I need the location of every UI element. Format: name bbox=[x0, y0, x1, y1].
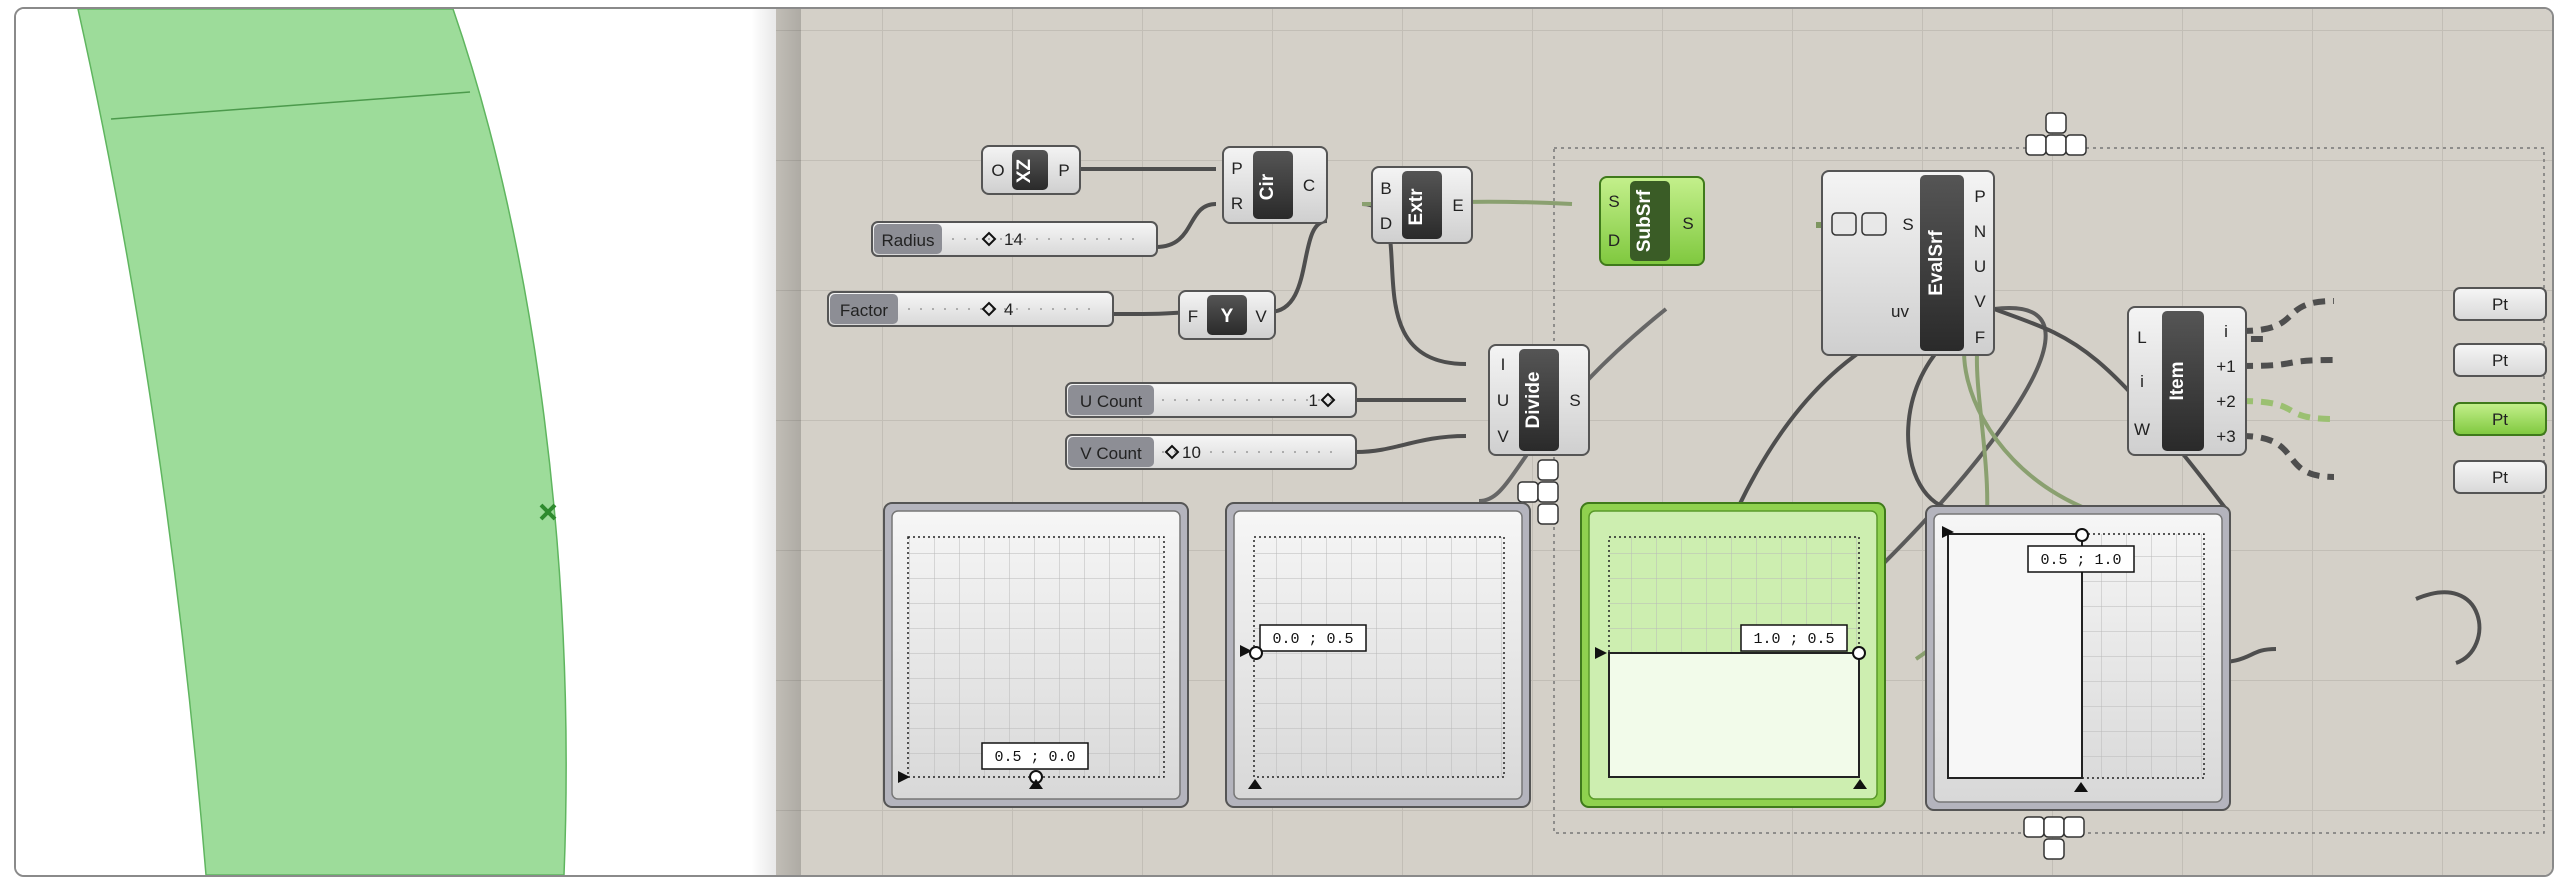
svg-text:V Count: V Count bbox=[1080, 444, 1142, 463]
svg-text:+1: +1 bbox=[2216, 357, 2235, 376]
divide-domain-component[interactable]: Divide I U V S bbox=[1488, 344, 1590, 456]
v-count-slider[interactable]: V Count 10 bbox=[1065, 434, 1357, 470]
radius-slider[interactable]: Radius 14 bbox=[871, 221, 1158, 257]
md-slider-2[interactable]: 0.0 ; 0.5 bbox=[1225, 502, 1531, 808]
md-slider-3[interactable]: 1.0 ; 0.5 bbox=[1580, 502, 1886, 808]
u-count-slider[interactable]: U Count 1 bbox=[1065, 382, 1357, 418]
svg-text:Pt: Pt bbox=[2492, 295, 2508, 314]
svg-text:Radius: Radius bbox=[882, 231, 935, 250]
list-item-component[interactable]: Item L i W i +1 +2 +3 bbox=[2127, 306, 2247, 456]
svg-text:0.5 ; 1.0: 0.5 ; 1.0 bbox=[2040, 552, 2121, 569]
md-slider-4[interactable]: 0.5 ; 1.0 bbox=[1925, 505, 2231, 811]
evaluate-surface-component[interactable]: EvalSrf S uv P N U V F bbox=[1821, 170, 1995, 356]
svg-text:N: N bbox=[1974, 222, 1986, 241]
svg-text:L: L bbox=[2137, 328, 2146, 347]
point-param-1[interactable]: Pt bbox=[2453, 287, 2547, 321]
svg-text:U: U bbox=[1497, 391, 1509, 410]
svg-text:I: I bbox=[1501, 355, 1506, 374]
svg-text:+3: +3 bbox=[2216, 427, 2235, 446]
svg-text:Item: Item bbox=[2167, 361, 2188, 400]
rhino-viewport[interactable] bbox=[16, 9, 776, 875]
svg-text:Extr: Extr bbox=[1406, 188, 1427, 226]
surface-edge-line bbox=[110, 91, 471, 120]
point-param-2[interactable]: Pt bbox=[2453, 343, 2547, 377]
evaluated-point-marker bbox=[539, 503, 557, 521]
svg-text:SubSrf: SubSrf bbox=[1634, 189, 1655, 252]
green-surface bbox=[77, 9, 567, 875]
svg-text:S: S bbox=[1608, 192, 1619, 211]
svg-text:E: E bbox=[1452, 196, 1463, 215]
svg-text:uv: uv bbox=[1891, 302, 1909, 321]
reparameterize-toggle[interactable] bbox=[1831, 212, 1857, 236]
grasshopper-canvas[interactable]: XZ O P Cir P R C Extr B D E bbox=[776, 9, 2552, 875]
svg-text:Pt: Pt bbox=[2492, 410, 2508, 429]
svg-text:Y: Y bbox=[1221, 306, 1234, 327]
svg-text:P: P bbox=[1058, 161, 1069, 180]
svg-text:4: 4 bbox=[1004, 300, 1013, 319]
svg-text:R: R bbox=[1231, 194, 1243, 213]
svg-text:P: P bbox=[1231, 159, 1242, 178]
canvas-svg: XZ O P Cir P R C Extr B D E bbox=[776, 9, 2552, 875]
svg-text:S: S bbox=[1569, 391, 1580, 410]
svg-text:10: 10 bbox=[1182, 443, 1201, 462]
svg-text:0.0 ; 0.5: 0.0 ; 0.5 bbox=[1272, 631, 1353, 648]
svg-text:0.5 ; 0.0: 0.5 ; 0.0 bbox=[994, 749, 1075, 766]
svg-text:V: V bbox=[1974, 292, 1986, 311]
svg-text:Cir: Cir bbox=[1257, 173, 1278, 200]
xz-plane-component[interactable]: XZ O P bbox=[981, 145, 1081, 195]
circle-component[interactable]: Cir P R C bbox=[1222, 146, 1328, 224]
svg-text:C: C bbox=[1303, 176, 1315, 195]
svg-text:Pt: Pt bbox=[2492, 351, 2508, 370]
svg-text:V: V bbox=[1255, 307, 1267, 326]
svg-text:14: 14 bbox=[1004, 230, 1023, 249]
group-zoom-controls[interactable] bbox=[2023, 816, 2085, 860]
svg-text:XZ: XZ bbox=[1014, 158, 1035, 183]
svg-text:Factor: Factor bbox=[840, 301, 889, 320]
flip-toggle[interactable] bbox=[1861, 212, 1887, 236]
subsurface-component[interactable]: SubSrf S D S bbox=[1599, 176, 1705, 266]
svg-text:EvalSrf: EvalSrf bbox=[1926, 230, 1947, 296]
divide-zoom-controls[interactable] bbox=[1517, 459, 1559, 525]
point-param-3[interactable]: Pt bbox=[2453, 402, 2547, 436]
svg-text:D: D bbox=[1608, 231, 1620, 250]
svg-text:S: S bbox=[1902, 215, 1913, 234]
svg-text:F: F bbox=[1975, 328, 1985, 347]
point-param-4[interactable]: Pt bbox=[2453, 460, 2547, 494]
svg-text:B: B bbox=[1380, 179, 1391, 198]
svg-text:V: V bbox=[1497, 427, 1509, 446]
unit-y-component[interactable]: Y F V bbox=[1178, 290, 1276, 340]
svg-text:D: D bbox=[1380, 214, 1392, 233]
svg-text:W: W bbox=[2134, 420, 2150, 439]
svg-text:S: S bbox=[1682, 214, 1693, 233]
app-frame: XZ O P Cir P R C Extr B D E bbox=[14, 7, 2554, 877]
svg-text:1.0 ; 0.5: 1.0 ; 0.5 bbox=[1753, 631, 1834, 648]
svg-text:i: i bbox=[2224, 322, 2228, 341]
viewport-geometry bbox=[77, 9, 567, 875]
svg-text:U Count: U Count bbox=[1080, 392, 1143, 411]
evalsrf-zoom-controls[interactable] bbox=[2025, 112, 2087, 156]
svg-text:P: P bbox=[1974, 187, 1985, 206]
svg-text:U: U bbox=[1974, 257, 1986, 276]
factor-slider[interactable]: Factor 4 bbox=[827, 291, 1114, 327]
svg-text:O: O bbox=[991, 161, 1004, 180]
svg-text:1: 1 bbox=[1309, 391, 1318, 410]
extrude-component[interactable]: Extr B D E bbox=[1371, 166, 1473, 244]
md-slider-1[interactable]: 0.5 ; 0.0 bbox=[883, 502, 1189, 808]
svg-text:Divide: Divide bbox=[1523, 371, 1544, 428]
svg-text:Pt: Pt bbox=[2492, 468, 2508, 487]
svg-text:F: F bbox=[1188, 307, 1198, 326]
svg-text:i: i bbox=[2140, 372, 2144, 391]
svg-text:+2: +2 bbox=[2216, 392, 2235, 411]
